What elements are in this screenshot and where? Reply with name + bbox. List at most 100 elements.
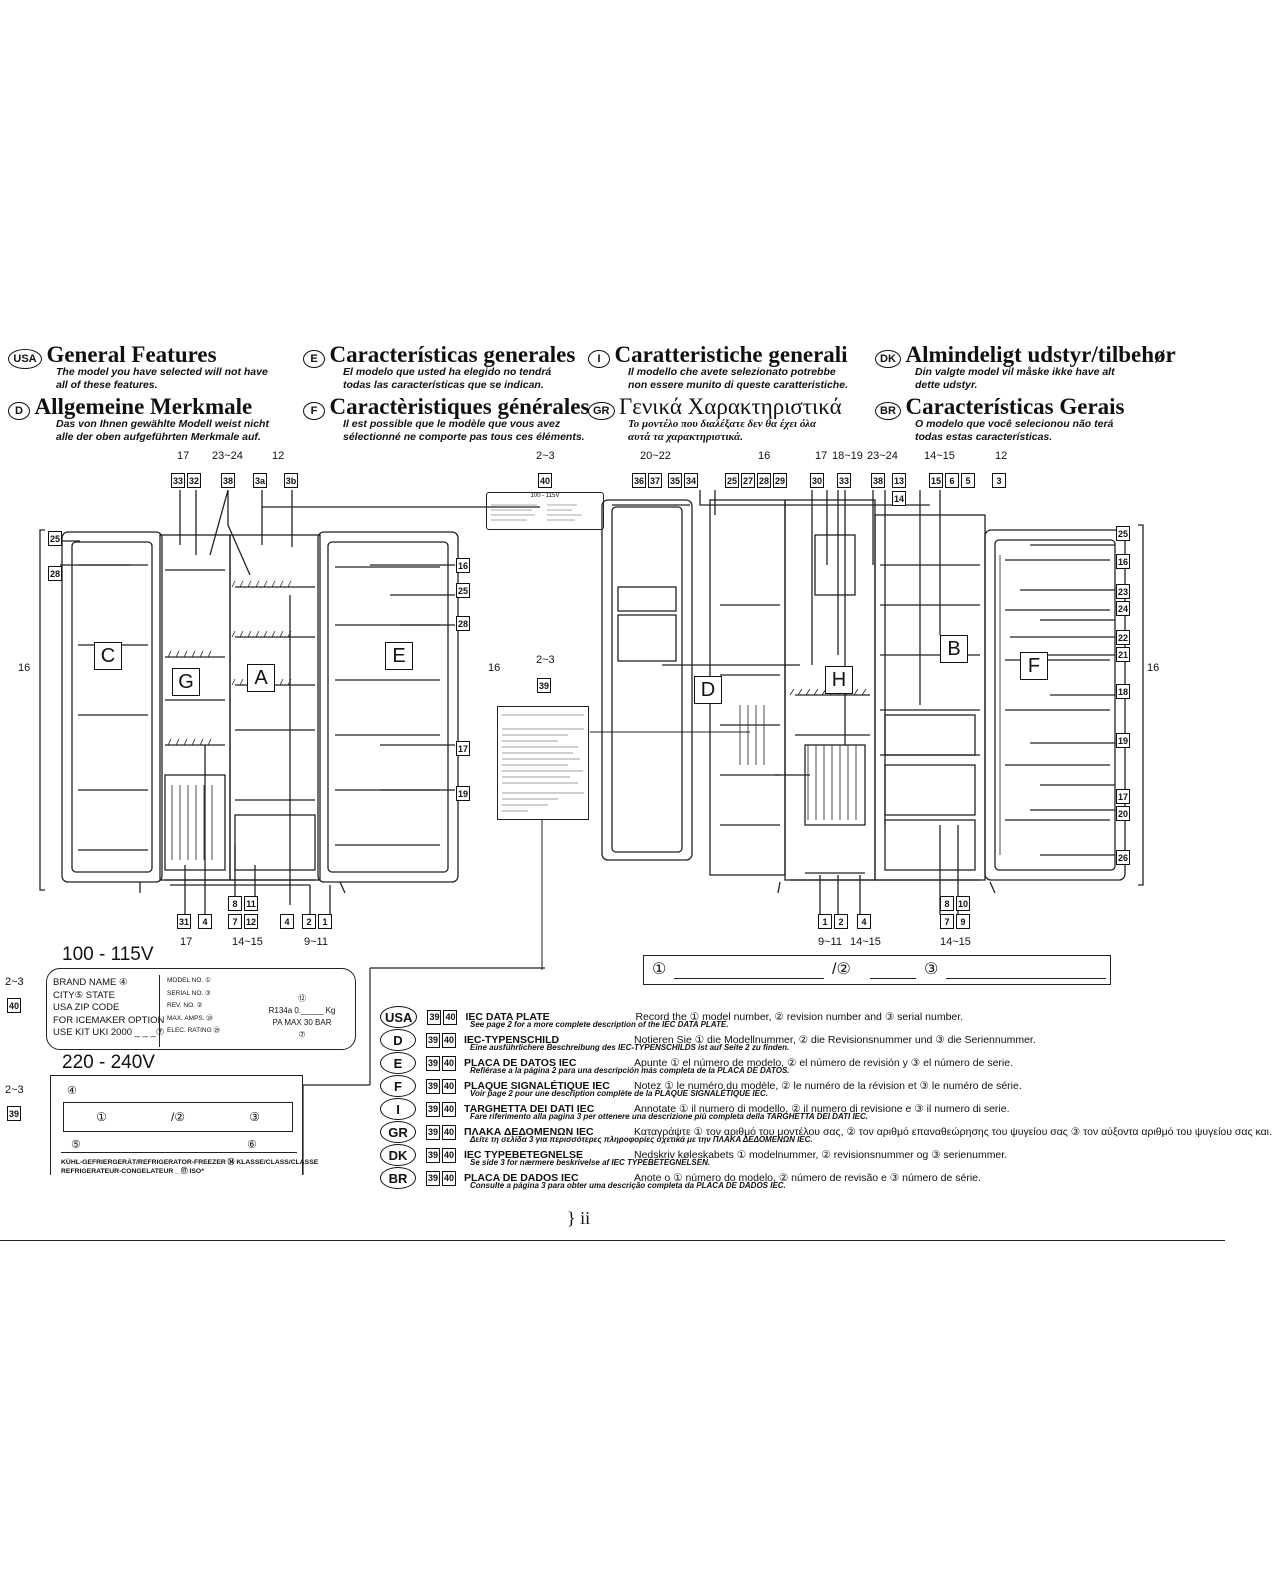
callout-box: 3 [992, 473, 1006, 488]
center-leader-h [590, 731, 750, 733]
page-number: } ii [567, 1208, 591, 1228]
heading-f: F Caractèristiques générales [303, 394, 589, 420]
callout-box: 40 [442, 1124, 456, 1140]
feature-letter-c: C [94, 642, 122, 670]
range-label: 9~11 [818, 936, 842, 948]
callout-box: 39 [7, 1106, 21, 1121]
callout-box: 28 [456, 616, 470, 631]
range-label: 18~19 [832, 450, 863, 462]
callout-box: 38 [871, 473, 885, 488]
callout-box: 30 [810, 473, 824, 488]
right-fridge-drawing [601, 490, 1144, 915]
country-badge: USA [380, 1006, 418, 1028]
callout-box: 39 [427, 1009, 442, 1025]
callout-box: 39 [426, 1032, 440, 1048]
row-label: ΠΛΑΚΑ ΔΕΔΟΜΕΝΩΝ IEC [464, 1126, 594, 1138]
callout-box: 33 [171, 473, 185, 488]
callout-box: 16 [456, 558, 470, 573]
data-plate-100: BRAND NAME ④ CITY⑤ STATE USA ZIP CODE FO… [46, 968, 356, 1050]
range-label: 9~11 [304, 936, 328, 948]
row-text: Καταγράψτε ① τον αριθμό του μοντέλου σας… [634, 1126, 1272, 1138]
heading-usa: USA General Features [8, 342, 217, 369]
heading-sub: Il est possible que le modèle que vous a… [343, 418, 585, 443]
callout-box: 20 [1116, 806, 1130, 821]
callout-box: 3a [253, 473, 267, 488]
range-label: 14~15 [940, 936, 971, 948]
heading-e: E Características generales [303, 342, 575, 368]
plate-rule [61, 1152, 297, 1153]
label-sheet-lines [502, 714, 584, 812]
callout-box: 6 [945, 473, 959, 488]
callout-box: 4 [198, 914, 212, 929]
feature-letter-e: E [385, 642, 413, 670]
feature-letter-a: A [247, 664, 275, 692]
callout-box: 36 [632, 473, 646, 488]
row-note: Fare riferimento alla pagina 3 per otten… [470, 1112, 869, 1121]
range-label: 2~3 [536, 450, 555, 462]
country-badge: BR [380, 1167, 416, 1189]
row-label: TARGHETTA DEI DATI IEC [464, 1103, 595, 1115]
row-label: PLAQUE SIGNALÉTIQUE IEC [464, 1080, 610, 1092]
range-label: 17 [815, 450, 828, 462]
range-label: 17 [180, 936, 193, 948]
range-label: 2~3 [5, 976, 24, 988]
callout-pair: 2 1 [302, 914, 332, 929]
side-number: 16 [18, 662, 31, 674]
callout-box: 25 [725, 473, 739, 488]
row-note: See page 2 for a more complete descripti… [470, 1020, 729, 1029]
callout-box: 39 [426, 1055, 440, 1071]
heading-sub: Il modello che avete selezionato potrebb… [628, 366, 848, 391]
data-plate-220: ④ ① /② ③ ⑤ ⑥ KÜHL-GEFRIERGERÄT/REFRIGERA… [50, 1075, 318, 1175]
heading-sub: The model you have selected will not hav… [56, 366, 268, 391]
callout-box: 38 [221, 473, 235, 488]
mini-label-sheet [497, 706, 589, 820]
callout-pair: 1 2 [818, 914, 848, 929]
range-label: 12 [995, 450, 1008, 462]
callout-box: 39 [426, 1078, 440, 1094]
callout-pair: 7 12 [228, 914, 258, 929]
range-label: 17 [177, 450, 190, 462]
feature-letter-h: H [825, 666, 853, 694]
country-badge: E [303, 350, 325, 368]
callout-box: 16 [1116, 554, 1130, 569]
plate-mid-column: MODEL NO. ① SERIAL NO. ③ REV. NO. ② MAX.… [167, 977, 220, 1034]
feature-letter-b: B [940, 635, 968, 663]
callout-box: 22 [1116, 630, 1130, 645]
country-badge: DK [380, 1144, 416, 1166]
heading-title: Γενικά Χαρακτηριστικά [618, 394, 842, 419]
callout-box: 10 [956, 896, 970, 911]
plate-right-column: ⑫ R134a 0._____ Kg PA MAX 30 BAR ⑦ [268, 994, 336, 1039]
callout-box: 40 [442, 1101, 456, 1117]
range-label: 23~24 [867, 450, 898, 462]
side-number: 16 [488, 662, 501, 674]
callout-box: 19 [1116, 733, 1130, 748]
range-label: 20~22 [640, 450, 671, 462]
heading-title: Almindeligt udstyr/tilbehør [905, 342, 1176, 367]
plate-divider [159, 975, 160, 1047]
callout-box: 19 [456, 786, 470, 801]
row-label: PLACA DE DADOS IEC [464, 1172, 579, 1184]
range-label: 2~3 [5, 1084, 24, 1096]
callout-box: 7 [940, 914, 954, 929]
row-text: Annotate ① il numero di modello, ② il nu… [634, 1103, 1010, 1115]
plate-voltage-100: 100 - 115V [62, 944, 154, 965]
callout-box: 39 [537, 678, 551, 693]
row-text: Apunte ① el número de modelo, ② el númer… [634, 1057, 1014, 1069]
country-badge: F [303, 402, 325, 420]
callout-box: 5 [961, 473, 975, 488]
right-top-boxes-c: 25 27 28 29 [725, 473, 787, 488]
plate-voltage-220: 220 - 240V [62, 1052, 155, 1073]
left-fridge-drawing [39, 489, 540, 915]
right-top-boxes-d: 15 6 5 [929, 473, 975, 488]
feature-letter-f: F [1020, 652, 1048, 680]
plate-left-column: BRAND NAME ④ CITY⑤ STATE USA ZIP CODE FO… [53, 977, 165, 1038]
row-note: Se side 3 for nærmere beskrivelse af IEC… [470, 1158, 711, 1167]
record-blank-serial [946, 978, 1106, 979]
